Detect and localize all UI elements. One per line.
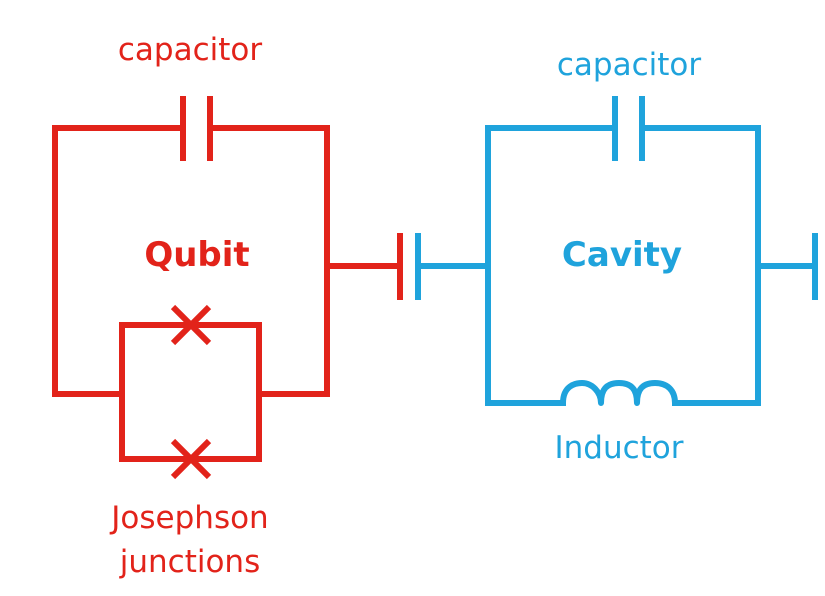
inductor-label: Inductor (554, 430, 683, 466)
qubit-wire-right (207, 125, 330, 397)
qubit-capacitor-label: capacitor (118, 32, 262, 68)
josephson-junction-top-icon (170, 304, 212, 346)
cavity-capacitor-label: capacitor (557, 47, 701, 83)
josephson-junction-bottom-icon (170, 438, 212, 480)
qubit-wire-left (52, 125, 186, 397)
josephson-label-line2: junctions (119, 544, 260, 580)
qubit-title: Qubit (144, 235, 249, 275)
cavity-circuit (415, 96, 818, 406)
cavity-wire-left (485, 125, 618, 406)
cavity-title: Cavity (562, 235, 682, 275)
qubit-circuit (52, 96, 403, 480)
josephson-label-line1: Josephson (109, 500, 268, 536)
josephson-junction-loop (119, 322, 262, 462)
inductor-icon (560, 380, 678, 406)
